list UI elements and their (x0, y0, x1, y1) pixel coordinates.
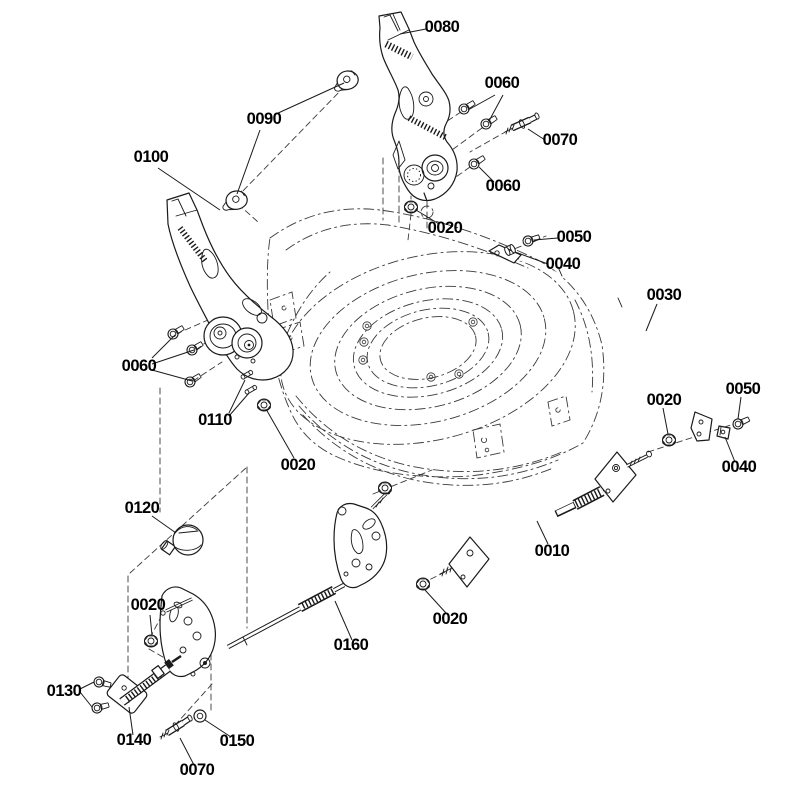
part-label-0020-c[interactable]: 0020 (647, 391, 683, 409)
part-label-0020-d[interactable]: 0020 (131, 596, 167, 614)
part-label-0040-b[interactable]: 0040 (722, 458, 758, 476)
part-label-0050-b[interactable]: 0050 (726, 380, 762, 398)
pin-0070-lower (159, 714, 193, 740)
part-label-0100[interactable]: 0100 (134, 148, 170, 166)
adjuster-rod (488, 244, 713, 442)
part-label-0090[interactable]: 0090 (247, 110, 283, 128)
washer-0150 (193, 709, 207, 723)
washer-0040-lower (716, 425, 731, 440)
cable-clip-lower (222, 190, 248, 211)
lower-link-assembly (159, 489, 391, 678)
part-label-0130[interactable]: 0130 (47, 682, 83, 700)
part-label-0020-e[interactable]: 0020 (433, 610, 469, 628)
spacer-0040-upper (504, 244, 516, 256)
part-label-0060-a[interactable]: 0060 (485, 74, 521, 92)
part-label-0140[interactable]: 0140 (117, 731, 153, 749)
part-label-0020-a[interactable]: 0020 (428, 219, 464, 237)
part-label-0050-a[interactable]: 0050 (557, 228, 593, 246)
leader-lines (79, 28, 742, 766)
height-lever (106, 655, 182, 714)
part-label-0030[interactable]: 0030 (647, 286, 683, 304)
part-label-0160[interactable]: 0160 (334, 636, 370, 654)
screws-0060-right (456, 97, 500, 172)
pin-0070-upper (504, 112, 540, 135)
part-label-0010[interactable]: 0010 (535, 542, 571, 560)
part-label-0020-b[interactable]: 0020 (281, 456, 317, 474)
cable-clip-upper (334, 70, 359, 92)
cable-assembly (439, 450, 652, 588)
part-label-0060-b[interactable]: 0060 (486, 177, 522, 195)
part-label-0070-a[interactable]: 0070 (543, 131, 579, 149)
deck-hub-bosses (358, 317, 478, 382)
mower-deck-phantom (266, 205, 605, 486)
handle-bracket-left (166, 192, 294, 381)
adjuster-knob (160, 524, 204, 556)
part-label-0110[interactable]: 0110 (198, 411, 233, 429)
part-label-0040-a[interactable]: 0040 (546, 255, 582, 273)
deck-hub-rings (280, 251, 576, 445)
part-label-0060-c[interactable]: 0060 (122, 357, 158, 375)
part-labels: 0080 0090 0060 0070 0060 0100 0020 0050 … (47, 18, 762, 779)
handle-bracket-right (378, 11, 458, 202)
part-label-0080[interactable]: 0080 (425, 18, 461, 36)
part-label-0150[interactable]: 0150 (220, 732, 256, 750)
part-label-0120[interactable]: 0120 (125, 499, 161, 517)
part-label-0070-b[interactable]: 0070 (180, 761, 216, 779)
